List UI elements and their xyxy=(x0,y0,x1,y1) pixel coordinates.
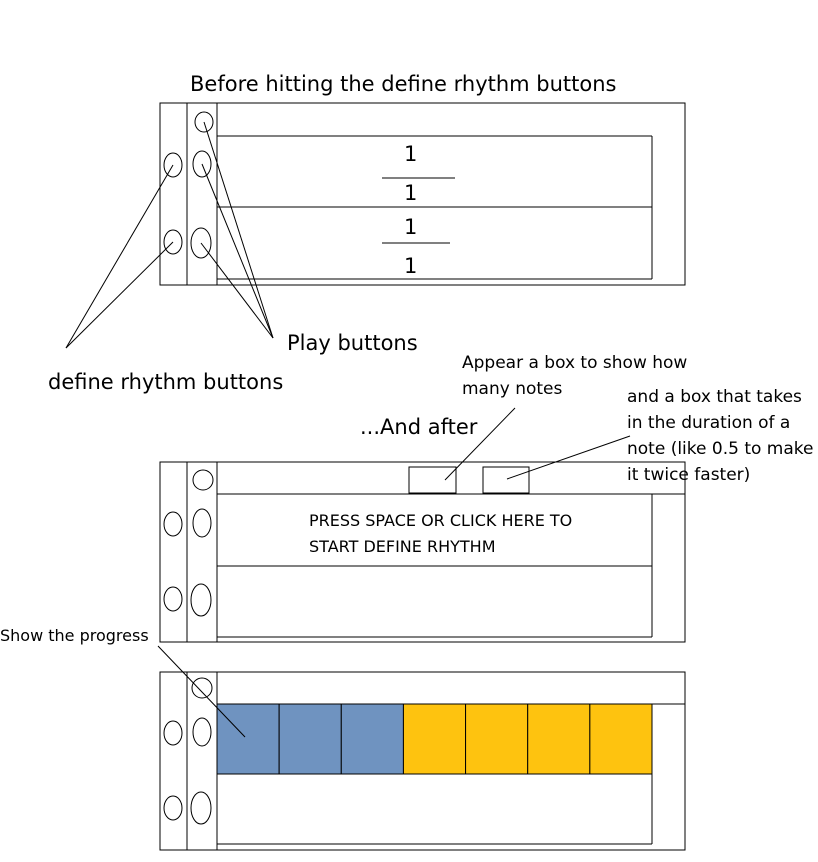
progress-cell-completed xyxy=(278,703,342,775)
progress-cell-completed xyxy=(216,703,280,775)
duration-box-callout-label: and a box that takes in the duration of … xyxy=(627,387,814,485)
play-button-track-2[interactable] xyxy=(190,791,212,825)
note-duration-box[interactable] xyxy=(482,466,530,494)
play-button-track-2[interactable] xyxy=(190,227,212,259)
define-rhythm-button-track-2[interactable] xyxy=(163,586,183,612)
time-signature-denominator: 1 xyxy=(404,254,418,278)
play-button-track-1[interactable] xyxy=(192,508,212,538)
define-rhythm-callout-lines xyxy=(65,164,174,349)
play-button-track-1[interactable] xyxy=(192,150,212,178)
time-signature-denominator: 1 xyxy=(404,181,418,205)
and-after-label: ...And after xyxy=(360,415,478,439)
panel-before-frame xyxy=(159,102,686,286)
play-buttons-label: Play buttons xyxy=(287,331,418,355)
time-signature-numerator: 1 xyxy=(404,142,418,166)
panel-after-frame xyxy=(159,461,686,643)
press-space-prompt[interactable]: PRESS SPACE OR CLICK HERE TO START DEFIN… xyxy=(309,511,573,556)
panel-progress-frame xyxy=(159,671,686,851)
define-rhythm-button-track-2[interactable] xyxy=(163,229,183,255)
define-rhythm-button-track-1[interactable] xyxy=(163,511,183,537)
define-rhythm-button-track-2[interactable] xyxy=(163,795,183,821)
panel-before xyxy=(159,102,686,286)
progress-cell-pending xyxy=(589,703,653,775)
progress-cell-pending xyxy=(465,703,529,775)
play-button-track-1[interactable] xyxy=(192,717,212,747)
panel-progress xyxy=(159,671,686,851)
define-rhythm-button-track-1[interactable] xyxy=(163,720,183,746)
panel-after xyxy=(159,461,686,643)
show-progress-callout-line xyxy=(157,645,246,738)
define-rhythm-button-track-1[interactable] xyxy=(163,152,183,178)
play-all-button[interactable] xyxy=(192,469,214,491)
time-signature-numerator: 1 xyxy=(404,215,418,239)
progress-bar xyxy=(216,703,653,775)
notes-box-callout-line xyxy=(444,407,516,481)
progress-cell-pending xyxy=(402,703,467,775)
play-all-button[interactable] xyxy=(191,677,213,699)
notes-count-box[interactable] xyxy=(408,466,457,494)
define-rhythm-buttons-label: define rhythm buttons xyxy=(48,370,284,394)
play-button-track-2[interactable] xyxy=(190,583,212,617)
play-buttons-callout-lines xyxy=(200,121,274,339)
show-progress-label: Show the progress xyxy=(0,626,149,645)
page-title: Before hitting the define rhythm buttons xyxy=(190,72,617,96)
notes-box-callout-label: Appear a box to show how many notes xyxy=(462,353,688,399)
progress-cell-completed xyxy=(340,703,404,775)
progress-cell-pending xyxy=(527,703,591,775)
duration-box-callout-line xyxy=(506,435,631,480)
play-all-button[interactable] xyxy=(194,111,214,133)
